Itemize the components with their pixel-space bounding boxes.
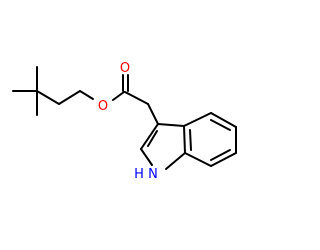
bond-c3a-c7a (183, 125, 186, 154)
bond-c4-c5-inner (210, 119, 231, 131)
ester-oxygen-label: O (98, 99, 108, 114)
bond-o-carbonyl (112, 91, 125, 101)
bond-c3-c3a (157, 123, 185, 127)
bond-c3a-c7a-inner (189, 129, 192, 151)
bond-ch2-ch2 (58, 90, 81, 105)
bond-c7-c7a (184, 152, 212, 167)
molecule-structure: O O H N (12, 61, 237, 182)
bond-c3-c2 (140, 123, 159, 150)
bond-c6-c7 (210, 152, 237, 167)
carbonyl-oxygen-label: O (120, 61, 130, 76)
bond-ch2-indole (147, 103, 159, 125)
bond-ch2-o (79, 90, 94, 100)
bond-lines (12, 66, 237, 170)
bond-c3a-c4 (183, 112, 212, 127)
indole-nitrogen-label: H N (134, 167, 158, 182)
bond-c6-c7-inner (210, 149, 231, 161)
bond-carbonyl-ch2 (124, 91, 149, 105)
bond-c2-n (140, 148, 153, 166)
bond-c4-c5 (210, 112, 237, 128)
bond-n-c7a (165, 152, 186, 170)
bond-c3-c2-inner (147, 130, 158, 147)
bond-quaternary-ch2 (36, 90, 60, 105)
